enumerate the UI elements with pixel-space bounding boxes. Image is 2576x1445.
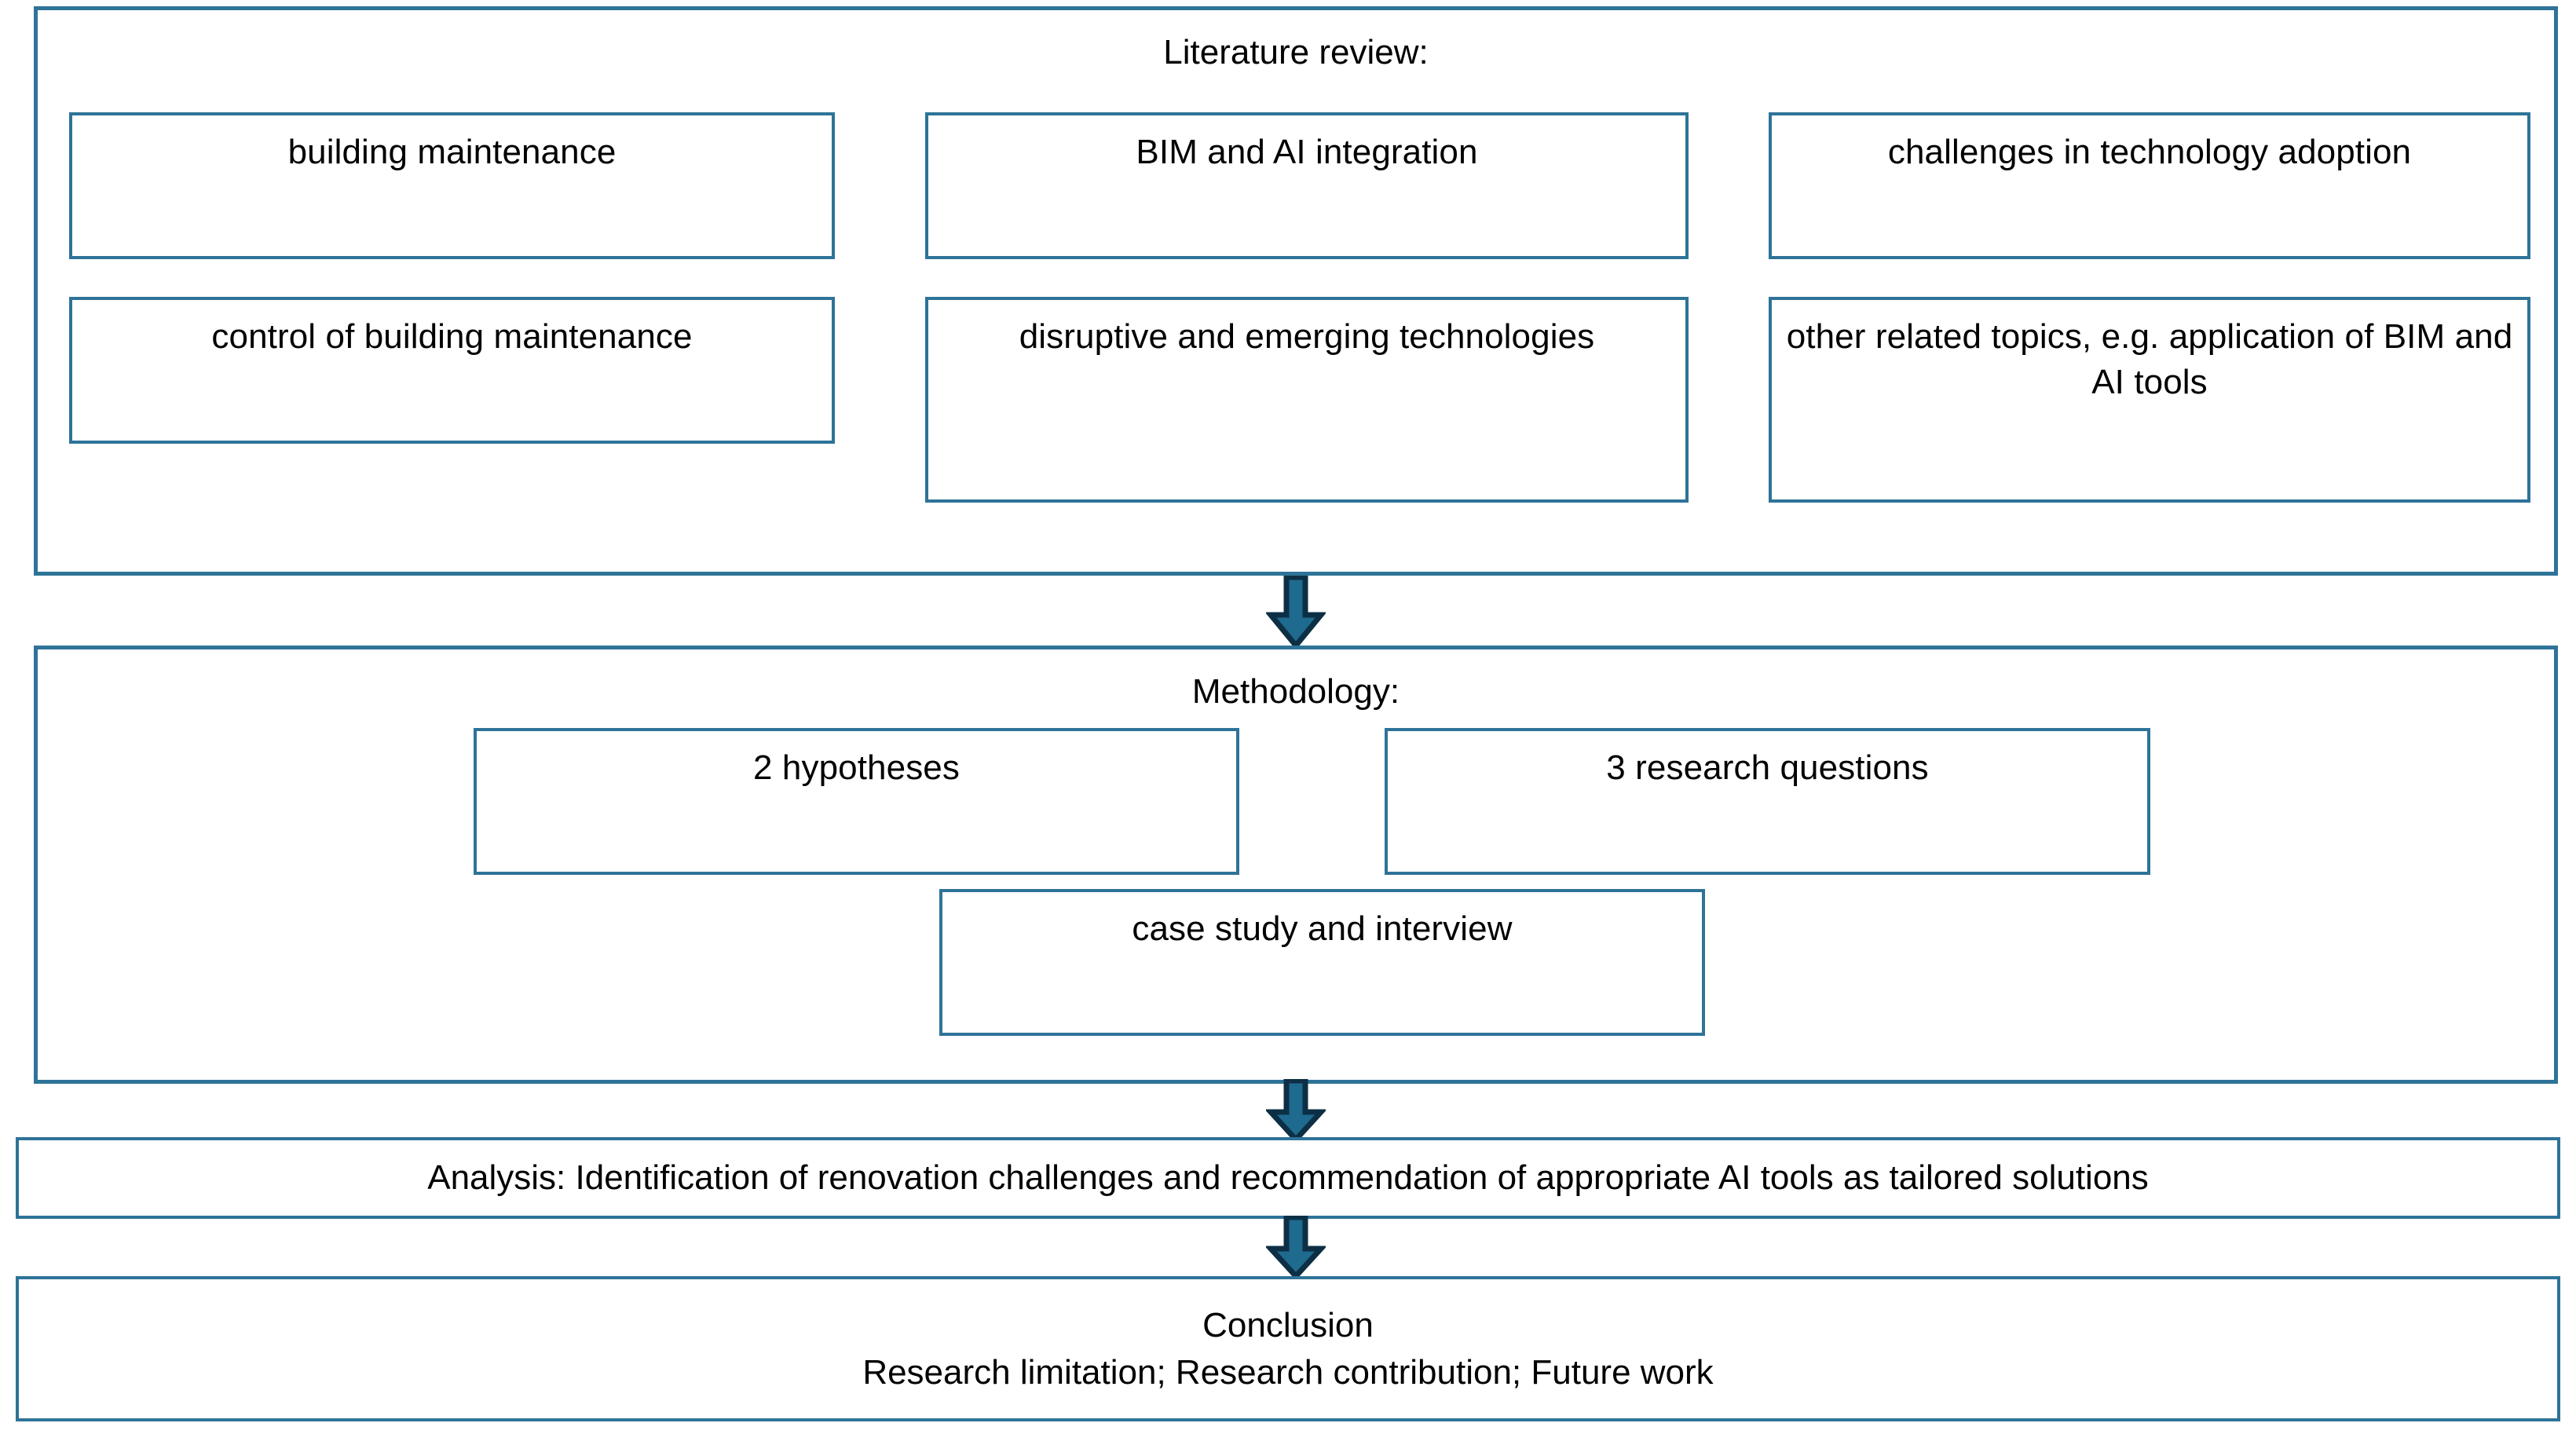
analysis-box[interactable]: Analysis: Identification of renovation c… — [16, 1137, 2560, 1219]
literature-box-bim-ai-integration[interactable]: BIM and AI integration — [925, 112, 1689, 259]
conclusion-subtitle: Research limitation; Research contributi… — [862, 1352, 1714, 1392]
methodology-box-label: 3 research questions — [1606, 748, 1929, 787]
conclusion-box[interactable]: Conclusion Research limitation; Research… — [16, 1276, 2560, 1421]
literature-box-challenges-technology-adoption[interactable]: challenges in technology adoption — [1769, 112, 2530, 259]
arrow-literature-to-methodology — [1264, 574, 1327, 650]
methodology-box-label: 2 hypotheses — [753, 748, 960, 787]
down-arrow-icon — [1264, 1214, 1327, 1281]
literature-box-label: building maintenance — [287, 133, 617, 171]
methodology-heading: Methodology: — [1191, 672, 1400, 711]
literature-review-heading: Literature review: — [1163, 33, 1429, 71]
literature-box-label: challenges in technology adoption — [1887, 133, 2412, 171]
methodology-container: Methodology: 2 hypotheses 3 research que… — [34, 646, 2558, 1084]
literature-box-disruptive-emerging-technologies[interactable]: disruptive and emerging technologies — [925, 297, 1689, 503]
literature-box-building-maintenance[interactable]: building maintenance — [69, 112, 835, 259]
literature-box-label: BIM and AI integration — [1136, 133, 1478, 171]
down-arrow-icon — [1264, 1077, 1327, 1144]
methodology-box-case-study-interview[interactable]: case study and interview — [939, 889, 1705, 1036]
arrow-analysis-to-conclusion — [1264, 1214, 1327, 1281]
down-arrow-icon — [1264, 574, 1327, 650]
conclusion-title: Conclusion — [1202, 1306, 1374, 1345]
methodology-box-hypotheses[interactable]: 2 hypotheses — [474, 728, 1239, 875]
literature-box-label: other related topics, e.g. application o… — [1786, 317, 2513, 402]
analysis-label: Analysis: Identification of renovation c… — [427, 1158, 2149, 1198]
methodology-box-research-questions[interactable]: 3 research questions — [1385, 728, 2150, 875]
arrow-methodology-to-analysis — [1264, 1077, 1327, 1144]
literature-box-control-building-maintenance[interactable]: control of building maintenance — [69, 297, 835, 444]
methodology-box-label: case study and interview — [1132, 909, 1513, 948]
literature-box-label: disruptive and emerging technologies — [1019, 317, 1595, 356]
literature-box-label: control of building maintenance — [211, 317, 693, 356]
literature-box-other-related-topics[interactable]: other related topics, e.g. application o… — [1769, 297, 2530, 503]
literature-review-container: Literature review: building maintenance … — [34, 6, 2558, 576]
